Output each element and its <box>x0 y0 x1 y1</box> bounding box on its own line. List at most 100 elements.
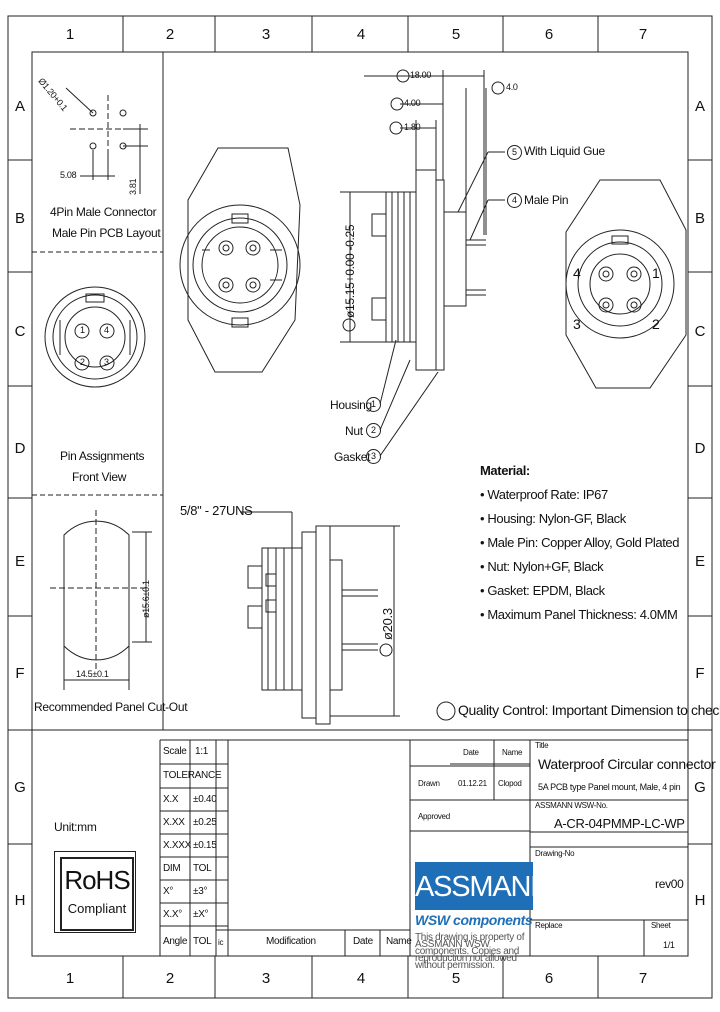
grid-row-a-right: A <box>694 98 705 115</box>
grid-col-6-bottom: 6 <box>544 970 554 987</box>
pin-assignment-drawing <box>44 286 146 388</box>
cutout-dim-height: ø15.6±0.1 <box>141 580 151 618</box>
title-label: Title <box>535 741 549 750</box>
material-item-1: • Waterproof Rate: IP67 <box>480 487 608 502</box>
replace-label: Replace <box>535 921 563 930</box>
grid-col-4-bottom: 4 <box>356 970 366 987</box>
pcb-caption-2: Male Pin PCB Layout <box>52 226 161 240</box>
assmann-subtitle: WSW components <box>415 912 533 928</box>
rev-col-mark: ic <box>218 938 224 947</box>
front-view-right <box>565 179 687 389</box>
rev-col-date: Date <box>353 936 373 947</box>
approved-label: Approved <box>418 812 450 821</box>
cutout-dim-width: 14.5±0.1 <box>76 669 109 679</box>
callout-liquid-glue: With Liquid Gue <box>524 144 605 158</box>
grid-row-b-right: B <box>694 210 705 227</box>
pin-label-4: 4 <box>104 325 109 335</box>
grid-row-d-left: D <box>14 440 26 457</box>
front-pin-1: 1 <box>652 265 660 281</box>
material-item-3: • Male Pin: Copper Alloy, Gold Plated <box>480 535 680 550</box>
cutout-caption: Recommended Panel Cut-Out <box>34 700 188 714</box>
pin-caption-1: Pin Assignments <box>60 449 145 463</box>
tol-row-4-label: DIM <box>163 863 181 874</box>
grid-row-h-right: H <box>694 892 706 909</box>
grid-col-3-top: 3 <box>261 26 271 43</box>
approval-date-header: Date <box>463 748 479 757</box>
callout-2-badge: 2 <box>366 423 381 438</box>
grid-col-2-top: 2 <box>165 26 175 43</box>
material-item-5: • Gasket: EPDM, Black <box>480 583 605 598</box>
approval-name-header: Name <box>502 748 523 757</box>
rohs-subtitle: Compliant <box>67 901 127 916</box>
pcb-caption-1: 4Pin Male Connector <box>50 205 157 219</box>
callout-male-pin: Male Pin <box>524 193 569 207</box>
grid-col-1-top: 1 <box>65 26 75 43</box>
pin-label-2: 2 <box>80 357 85 367</box>
side-view-drawing <box>340 70 505 457</box>
pin-label-1: 1 <box>80 325 85 335</box>
callout-nut-label: Nut <box>345 424 363 438</box>
grid-row-a-left: A <box>14 98 25 115</box>
tol-row-7-value: TOL <box>193 936 212 947</box>
unit-label: Unit:mm <box>54 820 97 834</box>
front-pin-4: 4 <box>573 265 581 281</box>
tol-row-6-value: ±X° <box>193 909 209 920</box>
tol-row-2-label: X.XX <box>163 817 185 828</box>
tol-row-7-label: Angle <box>163 936 188 947</box>
grid-row-h-left: H <box>14 892 26 909</box>
callout-1-badge: 1 <box>366 397 381 412</box>
drawing-no-label: Drawing-No <box>535 849 575 858</box>
grid-row-b-left: B <box>14 210 25 227</box>
grid-col-7-bottom: 7 <box>638 970 648 987</box>
grid-row-g-right: G <box>694 779 706 796</box>
tolerance-header: TOLERANCE <box>163 770 222 781</box>
grid-row-g-left: G <box>14 779 26 796</box>
rohs-title: RoHS <box>64 865 130 895</box>
dim-4-0: 4.0 <box>506 82 518 92</box>
material-item-2: • Housing: Nylon-GF, Black <box>480 511 626 526</box>
part-number: A-CR-04PMMP-LC-WP <box>554 816 685 831</box>
drawing-title: Waterproof Circular connector <box>538 756 716 772</box>
tol-row-5-label: X° <box>163 886 174 897</box>
grid-col-7-top: 7 <box>638 26 648 43</box>
grid-col-3-bottom: 3 <box>261 970 271 987</box>
dim-1-80: 1.80 <box>404 122 421 132</box>
quality-control-note: Quality Control: Important Dimension to … <box>458 702 720 718</box>
tol-row-1-label: X.X <box>163 794 179 805</box>
tol-row-2-value: ±0.25 <box>193 817 217 828</box>
grid-row-e-right: E <box>694 553 705 570</box>
material-item-6: • Maximum Panel Thickness: 4.0MM <box>480 607 678 622</box>
drawn-label: Drawn <box>418 779 440 788</box>
drawn-date: 01.12.21 <box>458 779 487 788</box>
scale-value: 1:1 <box>195 746 209 757</box>
title-block-grid <box>159 739 688 956</box>
tol-row-4-value: TOL <box>193 863 212 874</box>
threaded-side-view <box>240 511 400 725</box>
tol-row-1-value: ±0.40 <box>193 794 217 805</box>
part-number-label: ASSMANN WSW-No. <box>535 801 608 810</box>
scale-label: Scale <box>163 746 187 757</box>
callout-gasket-label: Gasket <box>334 450 371 464</box>
materials-heading: Material: <box>480 463 530 478</box>
grid-col-1-bottom: 1 <box>65 970 75 987</box>
front-pin-2: 2 <box>652 316 660 332</box>
grid-col-5-bottom: 5 <box>451 970 461 987</box>
dim-18: 18.00 <box>410 70 432 80</box>
pcb-dim-x: 5.08 <box>60 170 77 180</box>
material-text-2: Housing: Nylon-GF, Black <box>487 511 626 526</box>
grid-col-5-top: 5 <box>451 26 461 43</box>
material-text-3: Male Pin: Copper Alloy, Gold Plated <box>487 535 680 550</box>
tol-row-3-value: ±0.15 <box>193 840 217 851</box>
assmann-logo: ASSMANN <box>415 862 551 910</box>
drawn-name: Clopod <box>498 779 522 788</box>
panel-cutout-drawing <box>50 510 152 690</box>
callout-housing-label: Housing <box>330 398 372 412</box>
dim-diameter-15: ø15.15+0.00 -0.25 <box>343 224 357 318</box>
sheet-label: Sheet <box>651 921 671 930</box>
grid-row-f-left: F <box>15 665 25 682</box>
tol-row-5-value: ±3° <box>193 886 208 897</box>
rev-col-modification: Modification <box>266 936 316 947</box>
outer-frame <box>7 15 713 999</box>
grid-row-d-right: D <box>694 440 706 457</box>
